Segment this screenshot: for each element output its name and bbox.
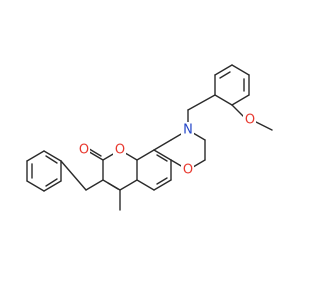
benzyl-phenyl-ring [26, 150, 62, 192]
methoxyphenyl-ring [214, 64, 273, 131]
carbonyl-oxygen-label: O [79, 143, 89, 158]
pyranone-ring [85, 146, 138, 211]
central-benzene-ring [136, 149, 172, 191]
pyran-oxygen-label: O [115, 143, 125, 158]
heteroatom-labels: O O O N O [77, 113, 256, 178]
methoxy-oxygen-label: O [245, 113, 255, 128]
oxazine-oxygen-label: O [183, 163, 193, 178]
benzyl-ch2 [60, 160, 104, 191]
oxazine-ring [153, 129, 206, 171]
amine-nitrogen-label: N [183, 123, 193, 138]
molecule-structure: O O O N O [26, 64, 273, 211]
